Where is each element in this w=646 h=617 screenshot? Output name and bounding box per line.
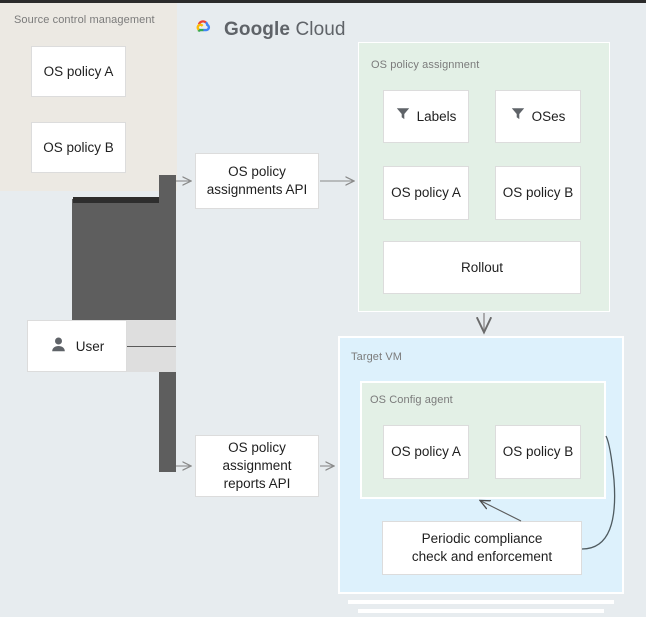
rollout-label: Rollout [460,259,504,275]
google-cloud-brand: Google Cloud [189,16,346,43]
user-card-connector-line [118,346,176,347]
brand-word-cloud: Cloud [295,18,346,40]
os-policy-assignment-reports-api-line1: OS policy [228,440,286,456]
agent-os-policy-a-label: OS policy A [391,444,461,460]
target-vm-label: Target VM [351,351,403,363]
periodic-compliance-line2: check and enforcement [411,549,553,564]
google-cloud-logo-icon [189,16,215,43]
agent-os-policy-b-card[interactable]: OS policy B [495,425,581,479]
os-policy-assignments-api-card[interactable]: OS policy assignments API [195,153,319,209]
periodic-compliance-card[interactable]: Periodic compliance check and enforcemen… [382,521,582,575]
user-label: User [75,338,105,354]
assignment-os-policy-a-label: OS policy A [391,185,461,201]
target-vm-stack-sheet-1 [348,600,614,604]
periodic-compliance-line1: Periodic compliance [421,531,543,547]
labels-filter-card[interactable]: Labels [383,90,469,143]
os-policy-assignments-api-line2: assignments API [206,182,308,197]
brand-word-google: Google [224,18,291,40]
os-policy-assignments-api-line1: OS policy [228,164,286,180]
top-border-band [0,0,646,3]
agent-os-policy-b-label: OS policy B [502,444,574,460]
oses-filter-label: OSes [531,108,566,124]
os-policy-assignment-reports-api-line2: assignment [222,458,292,474]
selection-overlay-top-edge [73,197,176,203]
os-policy-assignment-reports-api-line3: reports API [223,475,291,491]
filter-funnel-icon [396,107,410,126]
scm-os-policy-b-card[interactable]: OS policy B [31,122,126,173]
os-config-agent-label: OS Config agent [370,394,453,406]
filter-funnel-icon [511,107,525,126]
assignment-os-policy-b-card[interactable]: OS policy B [495,166,581,220]
rollout-card[interactable]: Rollout [383,241,581,294]
os-policy-assignment-panel-label: OS policy assignment [371,59,480,71]
user-card[interactable]: User [27,320,127,372]
assignment-os-policy-b-label: OS policy B [502,185,574,201]
target-vm-stack-sheet-2 [358,609,604,613]
scm-os-policy-b-label: OS policy B [43,139,114,155]
scm-os-policy-a-label: OS policy A [43,63,114,79]
google-cloud-wordmark: Google Cloud [224,19,346,41]
scm-os-policy-a-card[interactable]: OS policy A [31,46,126,97]
assignment-os-policy-a-card[interactable]: OS policy A [383,166,469,220]
source-control-management-label: Source control management [14,14,155,26]
labels-filter-label: Labels [416,108,457,124]
oses-filter-card[interactable]: OSes [495,90,581,143]
os-policy-assignment-reports-api-card[interactable]: OS policy assignment reports API [195,435,319,497]
agent-os-policy-a-card[interactable]: OS policy A [383,425,469,479]
person-icon [50,336,67,356]
